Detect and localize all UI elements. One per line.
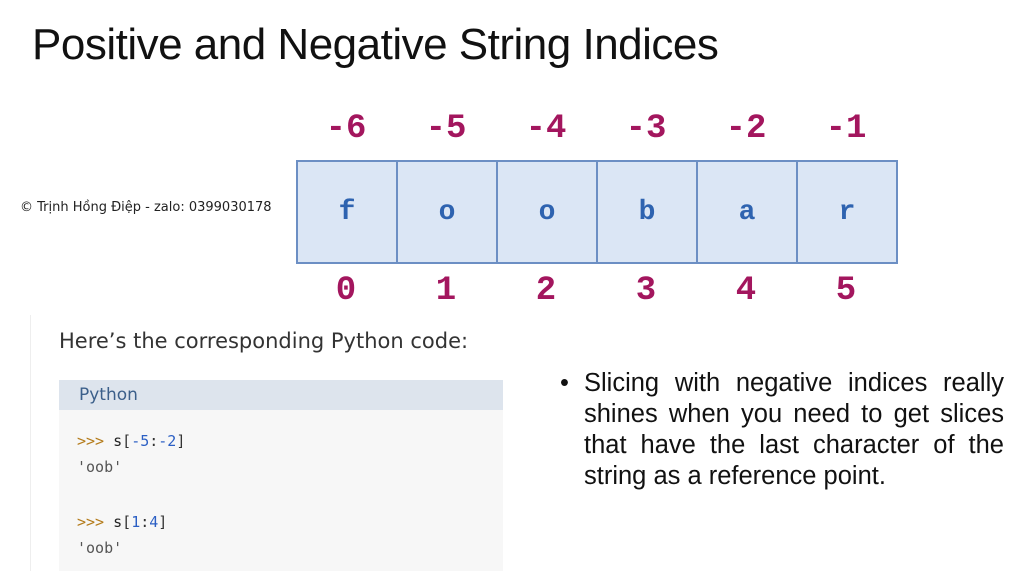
- code-line: >>> s[1:4]: [77, 513, 167, 531]
- code-number: -5: [131, 432, 150, 450]
- code-screenshot: Here’s the corresponding Python code: Py…: [30, 315, 503, 571]
- char-cell: b: [598, 162, 698, 262]
- negative-index-row: -6 -5 -4 -3 -2 -1: [296, 110, 898, 148]
- positive-index: 1: [435, 272, 457, 310]
- char-cell: a: [698, 162, 798, 262]
- positive-index: 5: [835, 272, 857, 310]
- negative-index: -1: [825, 110, 867, 148]
- bullet-icon: •: [560, 369, 569, 397]
- negative-index: -5: [425, 110, 467, 148]
- code-bracket: ]: [158, 513, 168, 531]
- slide-title: Positive and Negative String Indices: [32, 20, 719, 69]
- negative-index: -6: [325, 110, 367, 148]
- code-colon: :: [149, 432, 159, 450]
- code-language-label: Python: [59, 380, 503, 410]
- char-cell: r: [798, 162, 898, 262]
- code-number: -2: [158, 432, 177, 450]
- char-cell: o: [398, 162, 498, 262]
- code-bracket: [: [122, 432, 132, 450]
- positive-index: 2: [535, 272, 557, 310]
- copyright-note: © Trịnh Hồng Điệp - zalo: 0399030178: [20, 200, 272, 215]
- positive-index-row: 0 1 2 3 4 5: [296, 272, 898, 310]
- positive-index: 3: [635, 272, 657, 310]
- code-output: 'oob': [77, 458, 123, 476]
- code-number: 4: [149, 513, 159, 531]
- negative-index: -2: [725, 110, 767, 148]
- string-cells: f o o b a r: [296, 160, 898, 264]
- code-bracket: [: [122, 513, 132, 531]
- code-number: 1: [131, 513, 141, 531]
- code-ident: s: [113, 432, 123, 450]
- code-intro-text: Here’s the corresponding Python code:: [59, 329, 469, 353]
- bullet-point: • Slicing with negative indices really s…: [560, 368, 1004, 492]
- code-block: Python >>> s[-5:-2] 'oob' >>> s[1:4] 'oo…: [59, 380, 503, 571]
- bullet-text: Slicing with negative indices really shi…: [584, 369, 1004, 490]
- code-prompt: >>>: [77, 513, 105, 531]
- code-bracket: ]: [176, 432, 186, 450]
- positive-index: 4: [735, 272, 757, 310]
- code-line: >>> s[-5:-2]: [77, 432, 185, 450]
- char-cell: o: [498, 162, 598, 262]
- negative-index: -4: [525, 110, 567, 148]
- positive-index: 0: [335, 272, 357, 310]
- code-ident: s: [113, 513, 123, 531]
- code-output: 'oob': [77, 539, 123, 557]
- code-colon: :: [140, 513, 150, 531]
- negative-index: -3: [625, 110, 667, 148]
- char-cell: f: [298, 162, 398, 262]
- code-prompt: >>>: [77, 432, 105, 450]
